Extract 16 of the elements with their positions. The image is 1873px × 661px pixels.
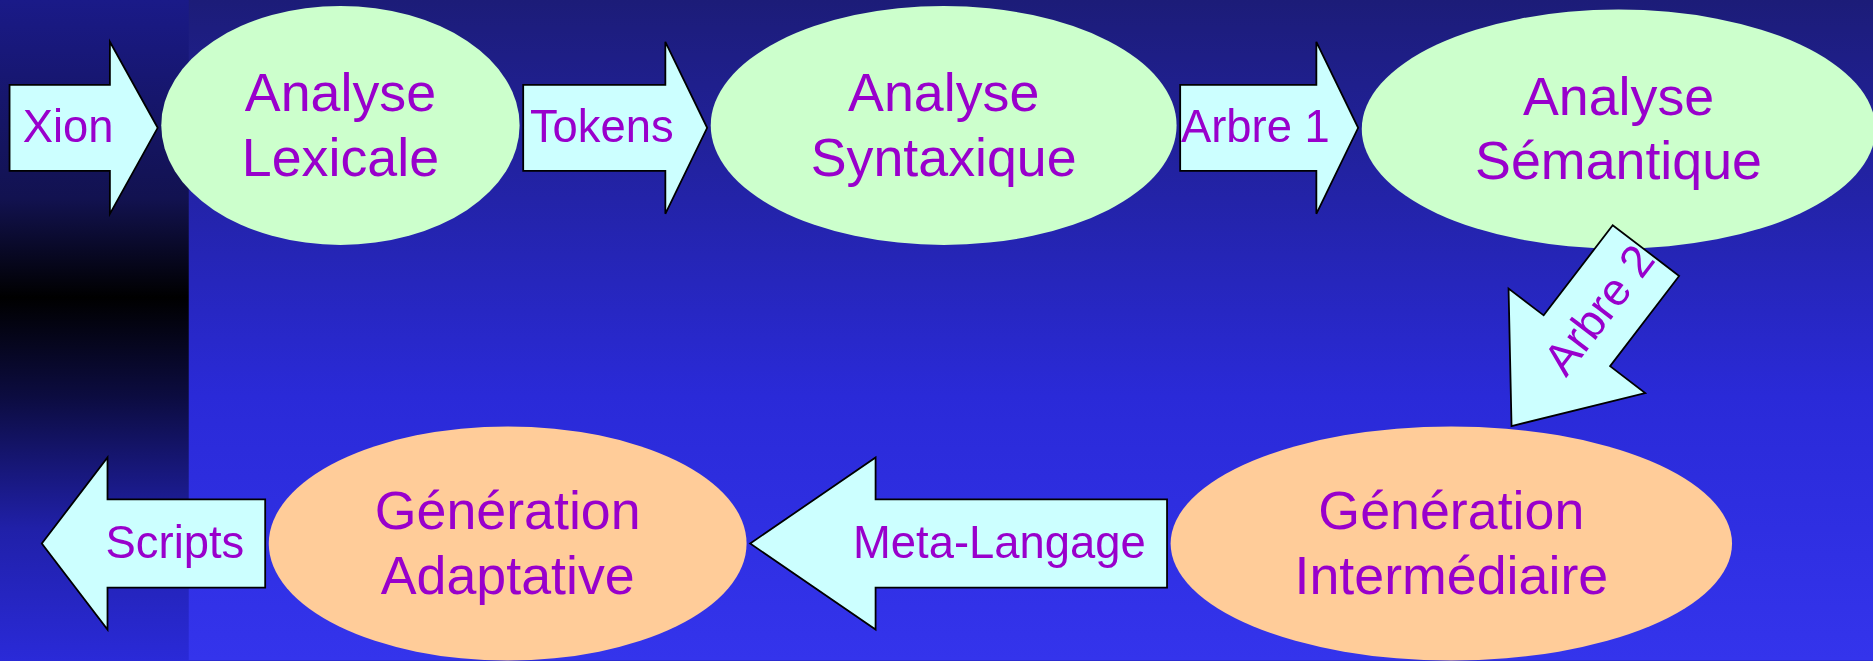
edge-label: Xion: [22, 102, 114, 153]
block-arrow: [1179, 40, 1360, 215]
edge-label: Meta-Langage: [853, 518, 1146, 569]
node-text: Analyse Lexicale: [240, 61, 441, 190]
block-arrow: [1507, 223, 1681, 428]
node-text: Analyse Syntaxique: [809, 61, 1078, 190]
edge-label: Scripts: [105, 518, 245, 569]
block-arrow: [8, 38, 159, 218]
edge-label: Tokens: [529, 102, 674, 153]
block-arrow: [748, 455, 1168, 632]
node-text: Génération Intermédiaire: [1293, 479, 1610, 608]
block-arrow: [522, 40, 709, 215]
edge-label: Arbre 1: [1180, 102, 1330, 153]
node-text: Génération Adaptative: [373, 479, 642, 608]
node-text: Analyse Sémantique: [1474, 64, 1763, 194]
block-arrow: [40, 454, 267, 633]
